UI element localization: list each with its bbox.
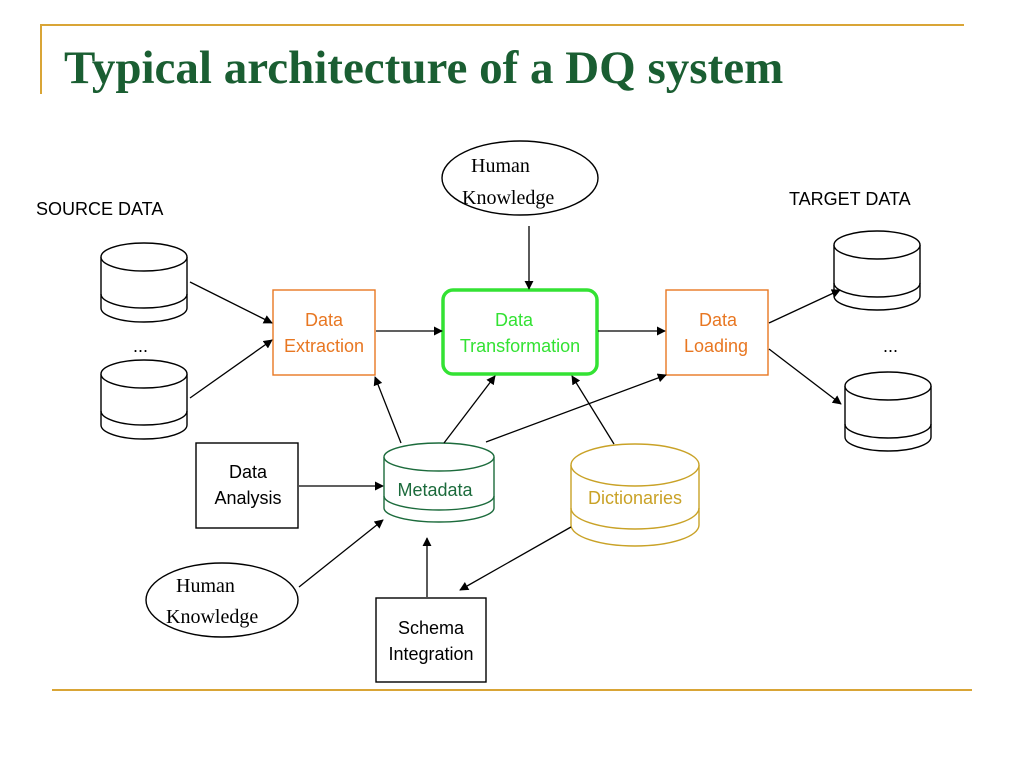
human-knowledge-top-node: Human Knowledge	[441, 140, 599, 216]
arrow-dictionaries-to-schema	[459, 526, 572, 591]
target-data-label: TARGET DATA	[789, 189, 911, 209]
arrow-knowledge-to-metadata	[298, 519, 384, 588]
source-database-2	[100, 359, 188, 440]
human-knowledge-top-line1: Human	[471, 155, 530, 177]
arrow-loading-to-target2	[768, 348, 842, 405]
arrow-source2-to-extraction	[189, 339, 273, 399]
metadata-label: Metadata	[397, 480, 473, 500]
target-ellipsis: ...	[883, 336, 898, 356]
schema-integration-line2: Integration	[388, 644, 473, 664]
data-loading-node: Data Loading	[665, 289, 769, 376]
arrow-metadata-to-loading	[485, 373, 667, 443]
metadata-node: Metadata	[383, 442, 495, 523]
frame-bottom-rule	[52, 689, 972, 691]
slide-title: Typical architecture of a DQ system	[64, 42, 784, 94]
human-knowledge-bottom-line1: Human	[176, 575, 235, 597]
data-extraction-line1: Data	[305, 310, 344, 330]
data-loading-line1: Data	[699, 310, 738, 330]
data-extraction-line2: Extraction	[284, 336, 364, 356]
source-data-label: SOURCE DATA	[36, 199, 163, 219]
data-analysis-line2: Analysis	[214, 488, 281, 508]
source-database-1	[100, 242, 188, 323]
human-knowledge-top-line2: Knowledge	[462, 187, 554, 209]
human-knowledge-bottom-node: Human Knowledge	[145, 562, 299, 638]
dictionaries-node: Dictionaries	[570, 443, 700, 547]
frame-left-rule	[40, 24, 42, 94]
dictionaries-label: Dictionaries	[588, 488, 682, 508]
arrow-loading-to-target1	[768, 289, 841, 324]
arrow-source1-to-extraction	[189, 281, 273, 324]
data-analysis-node: Data Analysis	[195, 442, 299, 529]
target-database-1	[833, 230, 921, 311]
frame-top-rule	[40, 24, 964, 26]
human-knowledge-bottom-line2: Knowledge	[166, 606, 258, 628]
target-database-2	[844, 371, 932, 452]
data-transformation-node: Data Transformation	[441, 288, 599, 376]
connector-arrows	[189, 226, 842, 597]
data-analysis-line1: Data	[229, 462, 268, 482]
schema-integration-node: Schema Integration	[375, 597, 487, 683]
data-loading-line2: Loading	[684, 336, 748, 356]
source-ellipsis: ...	[133, 336, 148, 356]
arrow-metadata-to-extraction	[373, 376, 402, 444]
arrow-metadata-to-transformation	[443, 375, 496, 444]
data-transformation-line1: Data	[495, 310, 534, 330]
data-transformation-line2: Transformation	[460, 336, 580, 356]
schema-integration-line1: Schema	[398, 618, 465, 638]
arrow-dictionaries-to-transformation	[571, 375, 615, 445]
data-extraction-node: Data Extraction	[272, 289, 376, 376]
